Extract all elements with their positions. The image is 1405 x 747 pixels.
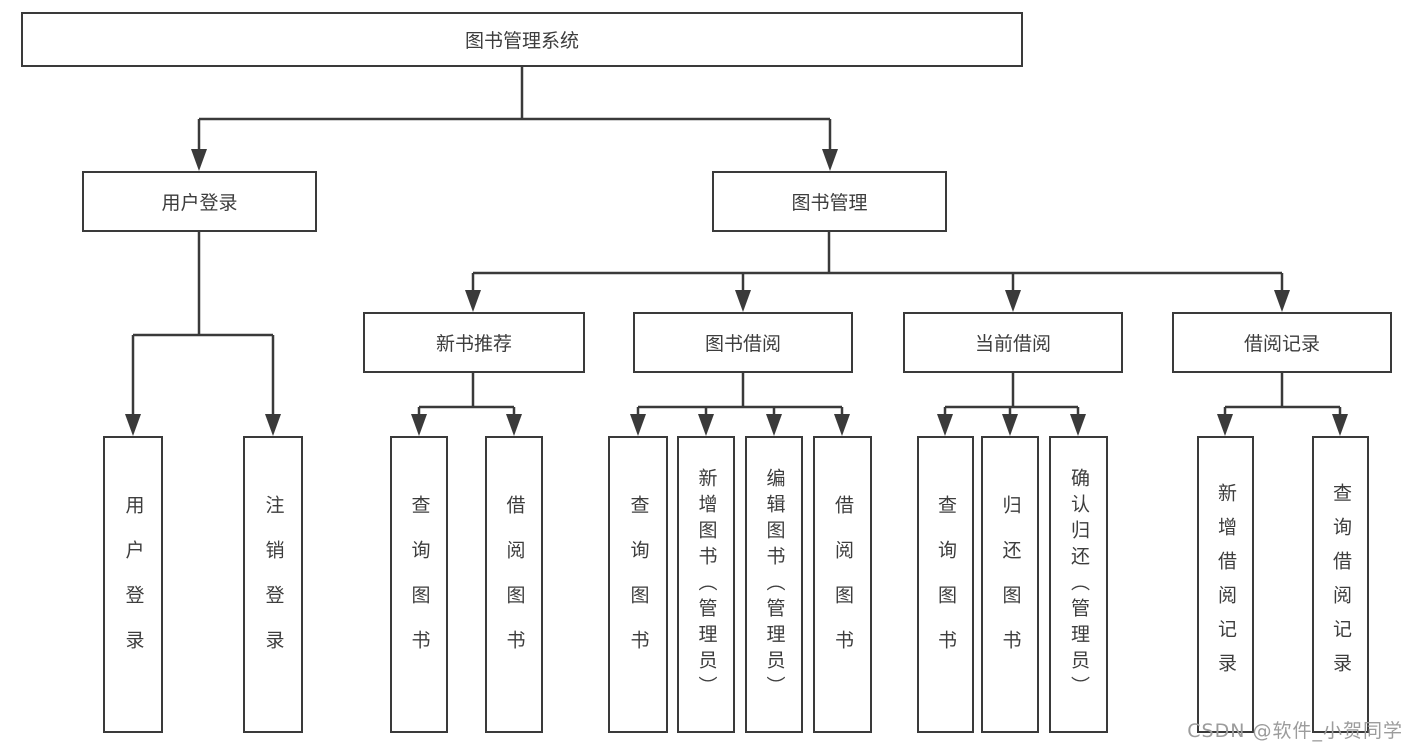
connector-book-borrow [636, 373, 844, 416]
leaf-logout: 注销登录 [243, 436, 303, 733]
leaf-return-books: 归还图书 [981, 436, 1039, 733]
arrowheads [125, 149, 1348, 436]
node-user-login: 用户登录 [82, 171, 317, 232]
leaf-add-books-admin: 新增图书（管理员） [677, 436, 735, 733]
leaf-borrow-books-recommend: 借阅图书 [485, 436, 543, 733]
connector-current-borrow [943, 373, 1080, 416]
csdn-watermark: CSDN @软件_小贺同学 [1187, 720, 1403, 742]
leaf-confirm-return-admin: 确认归还（管理员） [1049, 436, 1108, 733]
node-book-borrow: 图书借阅 [633, 312, 853, 373]
connector-root [197, 67, 832, 152]
leaf-query-books-recommend: 查询图书 [390, 436, 448, 733]
leaf-edit-books-admin: 编辑图书（管理员） [745, 436, 803, 733]
leaf-add-borrow-record: 新增借阅记录 [1197, 436, 1254, 733]
leaf-query-borrow-record: 查询借阅记录 [1312, 436, 1369, 733]
leaf-borrow-books: 借阅图书 [813, 436, 872, 733]
node-book-management: 图书管理 [712, 171, 947, 232]
connector-book-mgmt [471, 232, 1284, 292]
leaf-query-books-borrow: 查询图书 [608, 436, 668, 733]
connector-borrow-records [1223, 373, 1342, 416]
node-borrow-records: 借阅记录 [1172, 312, 1392, 373]
leaf-query-books-current: 查询图书 [917, 436, 974, 733]
node-new-book-recommend: 新书推荐 [363, 312, 585, 373]
node-current-borrow: 当前借阅 [903, 312, 1123, 373]
connector-user-login [131, 232, 275, 416]
leaf-user-login: 用户登录 [103, 436, 163, 733]
node-root-system: 图书管理系统 [21, 12, 1023, 67]
connector-new-book [417, 373, 516, 416]
